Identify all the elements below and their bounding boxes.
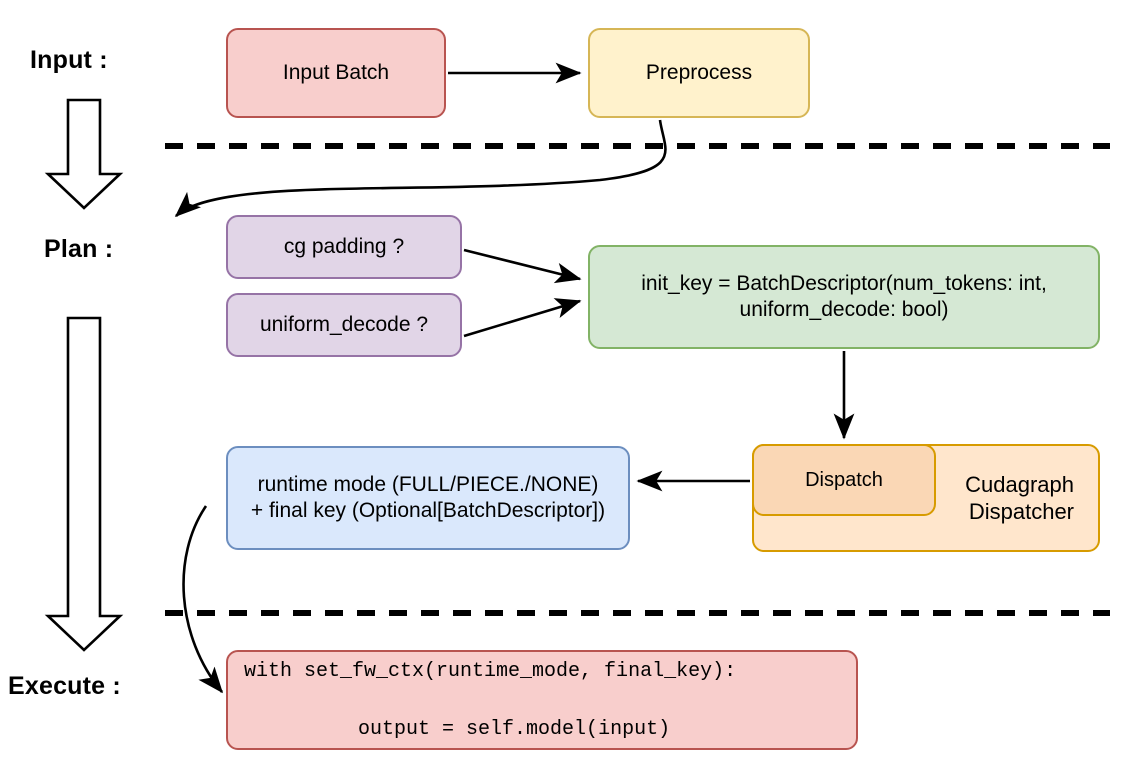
node-init-key[interactable]: init_key = BatchDescriptor(num_tokens: i…	[588, 245, 1100, 349]
node-cudagraph-dispatcher-line2: Dispatcher	[968, 499, 1074, 524]
node-cg-padding[interactable]: cg padding ?	[226, 215, 462, 279]
stage-label-plan: Plan :	[44, 235, 114, 263]
node-runtime-mode-line1: runtime mode (FULL/PIECE./NONE)	[257, 472, 599, 496]
stage-label-input: Input :	[30, 46, 108, 74]
node-runtime-mode[interactable]: runtime mode (FULL/PIECE./NONE) + final …	[226, 446, 630, 550]
node-input-batch-label: Input Batch	[282, 60, 390, 84]
node-preprocess[interactable]: Preprocess	[588, 28, 810, 118]
execute-code-text: with set_fw_ctx(runtime_mode, final_key)…	[228, 657, 744, 744]
edge-cg-padding-to-init-key	[463, 248, 582, 284]
node-cg-padding-label: cg padding ?	[283, 234, 405, 258]
node-execute-code[interactable]: with set_fw_ctx(runtime_mode, final_key)…	[226, 650, 858, 750]
edge-runtime-mode-to-execute-code	[182, 505, 224, 694]
node-dispatch[interactable]: Dispatch	[752, 444, 936, 516]
node-cudagraph-dispatcher-line1: Cudagraph	[965, 471, 1074, 497]
node-uniform-decode[interactable]: uniform_decode ?	[226, 293, 462, 357]
edge-uniform-decode-to-init-key	[463, 298, 582, 338]
edge-preprocess-to-cg-padding	[174, 119, 667, 218]
plan-to-execute-arrow	[44, 316, 124, 652]
node-dispatch-label: Dispatch	[805, 468, 883, 491]
node-preprocess-label: Preprocess	[645, 60, 753, 84]
input-to-plan-arrow	[44, 98, 124, 210]
stage-label-execute: Execute :	[8, 672, 121, 700]
node-init-key-line2: uniform_decode: bool)	[739, 298, 949, 321]
node-init-key-line1: init_key = BatchDescriptor(num_tokens: i…	[641, 271, 1047, 295]
execute-code-line2: output = self.model(input)	[310, 717, 671, 741]
execute-code-line1: with set_fw_ctx(runtime_mode, final_key)…	[244, 659, 737, 683]
node-uniform-decode-label: uniform_decode ?	[259, 312, 429, 336]
node-runtime-mode-line2: + final key (Optional[BatchDescriptor])	[250, 499, 606, 522]
node-input-batch[interactable]: Input Batch	[226, 28, 446, 118]
